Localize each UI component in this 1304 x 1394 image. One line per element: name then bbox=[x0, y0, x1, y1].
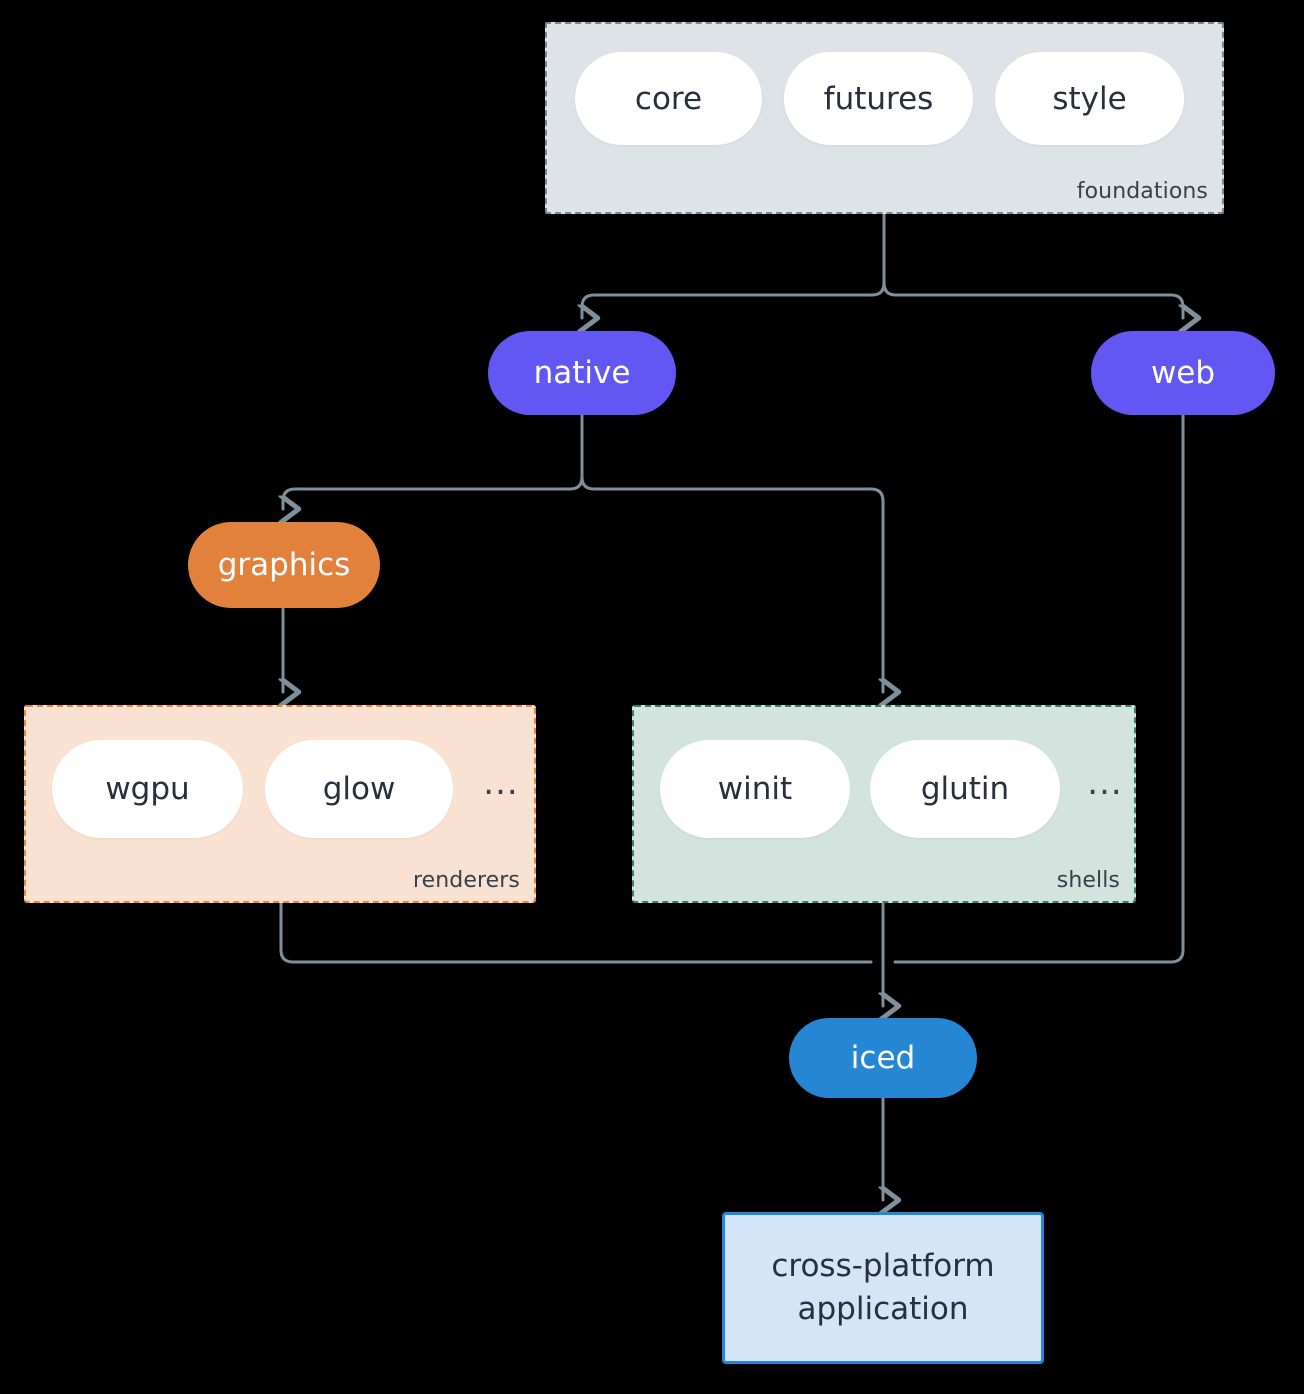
node-web[interactable]: web bbox=[1091, 331, 1275, 415]
group-renderers-label: renderers bbox=[412, 868, 520, 893]
pill-glutin[interactable]: glutin bbox=[870, 740, 1060, 838]
edge-native-shells bbox=[580, 475, 883, 692]
pill-wgpu[interactable]: wgpu bbox=[52, 740, 243, 838]
shells-ellipsis: ... bbox=[1087, 763, 1123, 803]
edge-native-graphics bbox=[283, 475, 584, 509]
application-line-1: cross-platform bbox=[771, 1248, 995, 1285]
group-shells-label: shells bbox=[1056, 868, 1120, 893]
pill-glow[interactable]: glow bbox=[265, 740, 453, 838]
pill-style[interactable]: style bbox=[995, 52, 1184, 145]
group-foundations-items: core futures style bbox=[575, 52, 1184, 145]
node-cross-platform-application[interactable]: cross-platform application bbox=[722, 1212, 1044, 1364]
node-graphics[interactable]: graphics bbox=[188, 522, 380, 608]
group-shells-items: winit glutin ... bbox=[660, 734, 1130, 844]
group-renderers-items: wgpu glow ... bbox=[52, 734, 527, 844]
node-iced[interactable]: iced bbox=[789, 1018, 977, 1098]
node-native[interactable]: native bbox=[488, 331, 676, 415]
group-foundations: core futures style foundations bbox=[545, 22, 1224, 214]
group-shells: winit glutin ... shells bbox=[632, 705, 1136, 903]
renderers-ellipsis: ... bbox=[483, 763, 519, 803]
application-line-2: application bbox=[797, 1291, 969, 1327]
pill-winit[interactable]: winit bbox=[660, 740, 850, 838]
pill-futures[interactable]: futures bbox=[784, 52, 973, 145]
edge-foundations-web bbox=[882, 281, 1183, 318]
group-renderers: wgpu glow ... renderers bbox=[24, 705, 536, 903]
group-foundations-label: foundations bbox=[1076, 179, 1208, 204]
edge-foundations-native bbox=[582, 281, 886, 318]
edge-renderers-iced bbox=[279, 901, 873, 964]
pill-core[interactable]: core bbox=[575, 52, 762, 145]
